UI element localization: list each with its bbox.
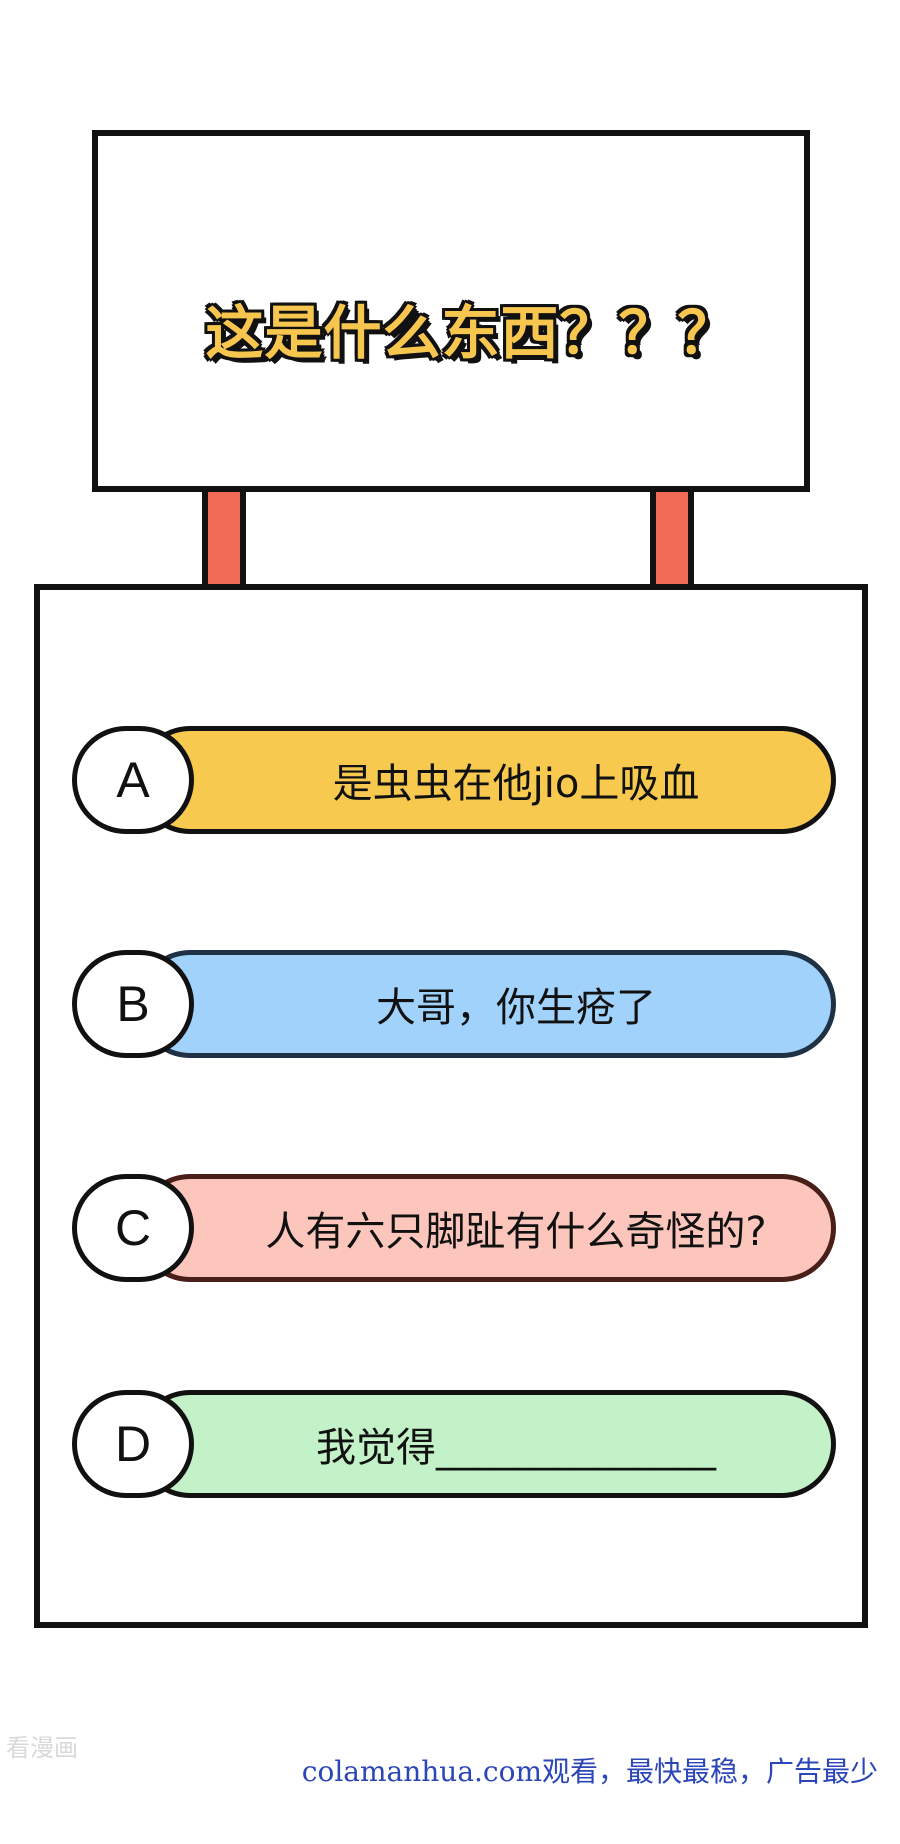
watermark-right[interactable]: colamanhua.com观看，最快最稳，广告最少 [301,1755,878,1788]
sign-board: 这是什么东西？？？ [92,130,810,492]
sign-post-right [650,492,694,592]
option-d-text: 我觉得______________ [316,1425,716,1471]
option-a-badge: A [72,726,194,834]
sign-post-left [202,492,246,592]
option-c-pill[interactable]: 人有六只脚趾有什么奇怪的? [136,1174,836,1282]
option-b-badge: B [72,950,194,1058]
option-b[interactable]: 大哥，你生疮了 B [72,950,836,1058]
option-c-text: 人有六只脚趾有什么奇怪的? [265,1209,767,1255]
option-d-pill[interactable]: 我觉得______________ [136,1390,836,1498]
option-d[interactable]: 我觉得______________ D [72,1390,836,1498]
option-a[interactable]: 是虫虫在他jio上吸血 A [72,726,836,834]
option-b-text: 大哥，你生疮了 [376,985,656,1031]
option-a-pill[interactable]: 是虫虫在他jio上吸血 [136,726,836,834]
option-b-pill[interactable]: 大哥，你生疮了 [136,950,836,1058]
sign-title: 这是什么东西？？？ [205,299,737,367]
option-d-badge: D [72,1390,194,1498]
option-c[interactable]: 人有六只脚趾有什么奇怪的? C [72,1174,836,1282]
watermark-left: 看漫画 [6,1734,78,1762]
option-c-badge: C [72,1174,194,1282]
option-a-text: 是虫虫在他jio上吸血 [332,761,700,807]
